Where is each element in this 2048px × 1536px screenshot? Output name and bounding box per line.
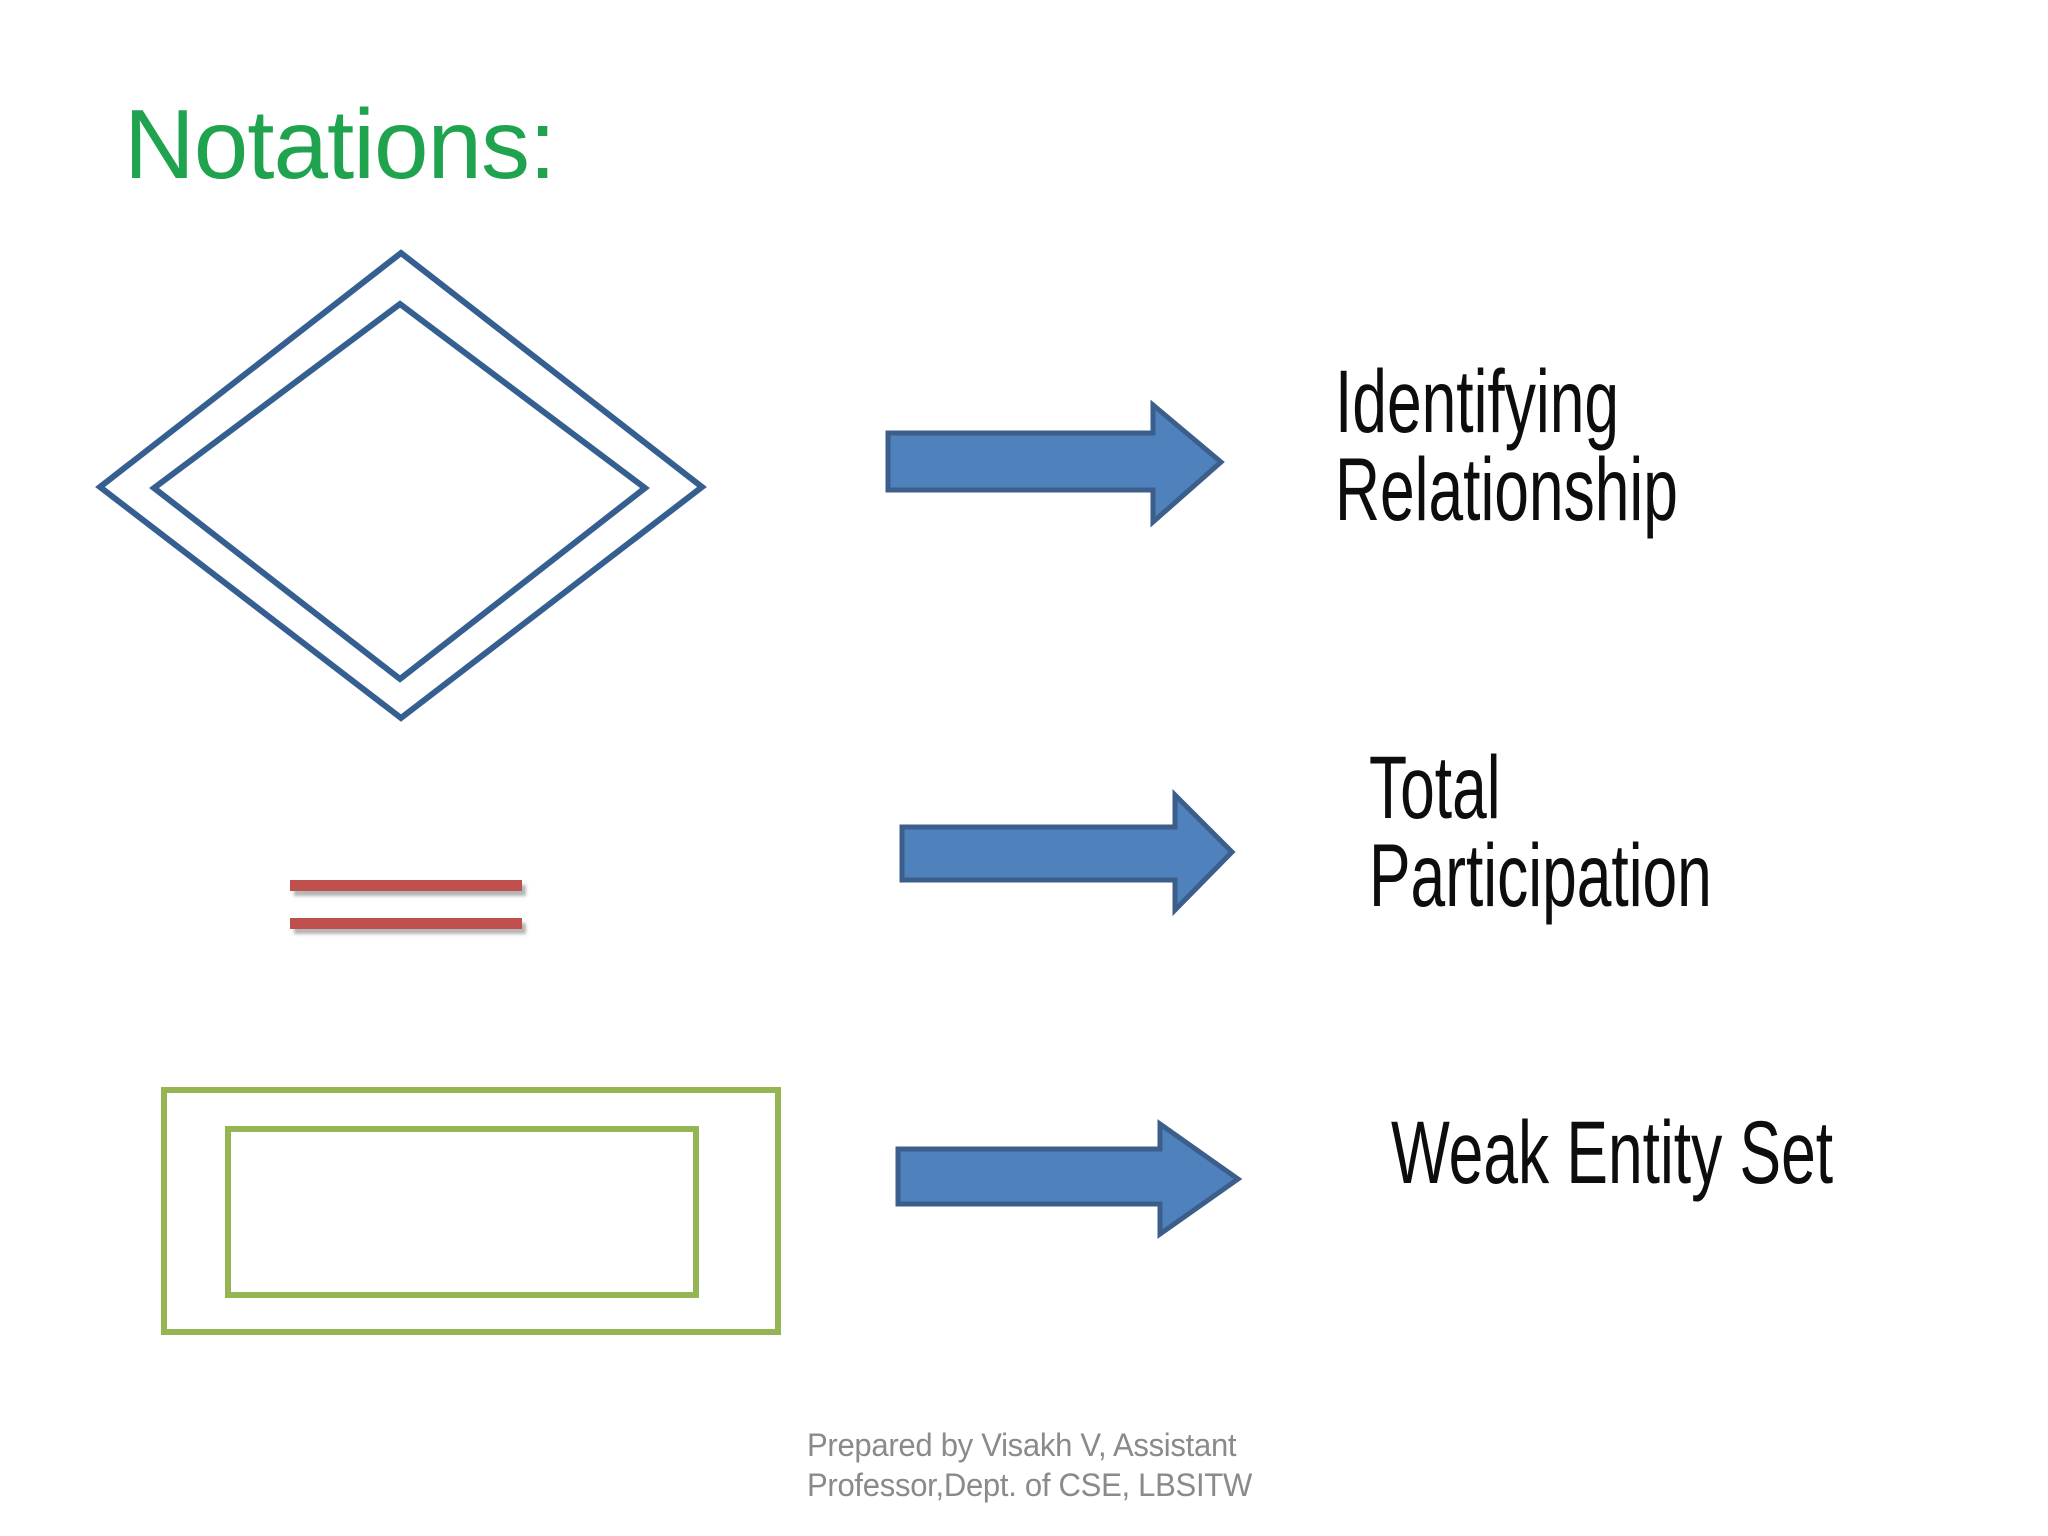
total-participation-double-line-bottom — [290, 918, 522, 929]
slide-title: Notations: — [124, 89, 556, 199]
total-participation-double-line-top — [290, 880, 522, 891]
right-arrow-icon-identifying — [885, 399, 1225, 528]
label-weak-entity-set: Weak Entity Set — [1391, 1102, 1834, 1202]
right-arrow-icon-total — [899, 788, 1236, 917]
footer-line-2: Professor,Dept. of CSE, LBSITW — [807, 1467, 1252, 1503]
footer-credit: Prepared by Visakh V, Assistant Professo… — [807, 1425, 1252, 1505]
weak-entity-outer-rectangle — [161, 1087, 781, 1335]
label-identifying-relationship: Identifying Relationship — [1335, 351, 1678, 539]
label-line: Relationship — [1335, 439, 1678, 539]
double-diamond-icon — [95, 249, 707, 722]
label-line: Identifying — [1335, 351, 1620, 451]
weak-entity-inner-rectangle — [225, 1126, 699, 1298]
label-line: Participation — [1369, 825, 1712, 925]
outer-diamond-shape — [95, 249, 707, 722]
label-line: Total — [1369, 737, 1501, 837]
right-arrow-icon-weak — [895, 1119, 1243, 1239]
label-line: Weak Entity Set — [1391, 1102, 1834, 1202]
inner-diamond-shape — [149, 300, 650, 683]
label-total-participation: Total Participation — [1369, 737, 1712, 925]
footer-line-1: Prepared by Visakh V, Assistant — [807, 1427, 1237, 1463]
